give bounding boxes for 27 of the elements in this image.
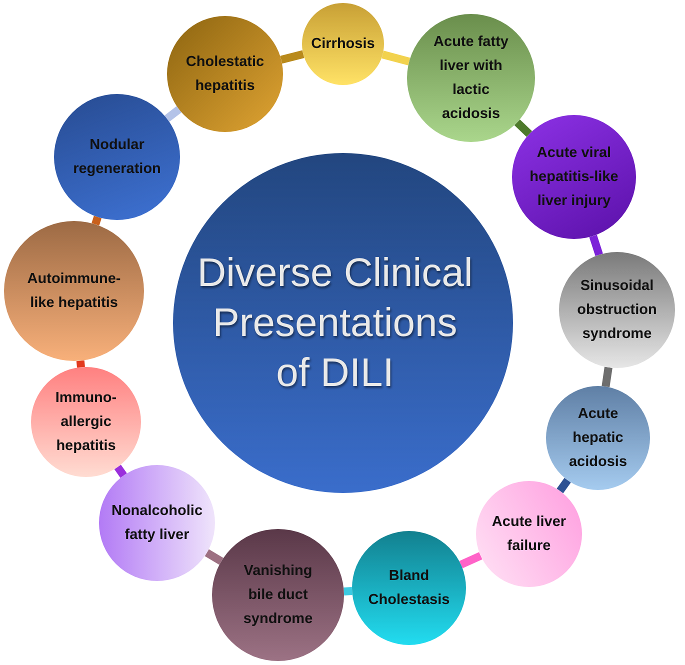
- topic-label: Bland Cholestasis: [367, 567, 451, 610]
- topic-label: Acute fatty liver with lactic acidosis: [432, 33, 510, 124]
- topic-label: Nonalcoholic fatty liver: [110, 502, 204, 545]
- topic-label: Acute viral hepatitis-like liver injury: [528, 144, 620, 211]
- topic-label: Cirrhosis: [310, 35, 376, 54]
- topic-label: Sinusoidal obstruction syndrome: [576, 277, 658, 344]
- connector-bar: [589, 234, 603, 256]
- connector-bar: [344, 587, 352, 596]
- center-title: Diverse Clinical Presentations of DILI: [196, 250, 474, 397]
- connector-bar: [556, 478, 571, 494]
- topic-label: Autoimmune-like hepatitis: [26, 270, 122, 313]
- connector-bar: [164, 106, 182, 122]
- topic-label: Vanishing bile duct syndrome: [242, 562, 314, 629]
- connector-bar: [382, 50, 410, 66]
- connector-bar: [204, 549, 224, 565]
- connector-bar: [280, 50, 304, 64]
- topic-label: Cholestatic hepatitis: [184, 53, 266, 96]
- connector-bar: [459, 552, 482, 568]
- connector-bar: [514, 119, 532, 137]
- topic-label: Acute liver failure: [490, 513, 568, 556]
- topic-label: Acute hepatic acidosis: [568, 405, 628, 472]
- topic-label: Nodular regeneration: [72, 136, 162, 179]
- connector-bar: [602, 366, 612, 388]
- connector-bar: [114, 464, 127, 478]
- connector-bar: [76, 360, 85, 368]
- connector-bar: [92, 216, 102, 226]
- topic-label: Immuno-allergic hepatitis: [54, 389, 118, 456]
